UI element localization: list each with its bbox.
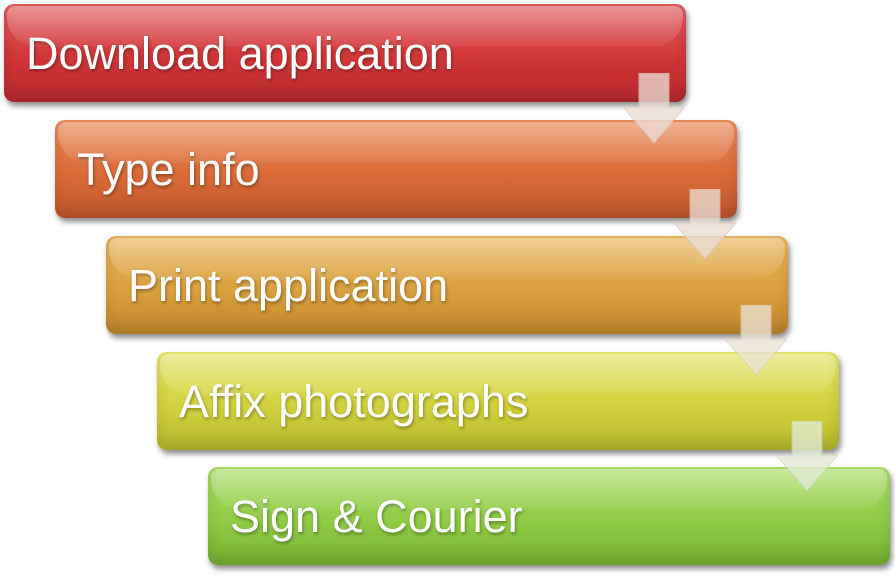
step-print-application: Print application [106, 236, 788, 334]
step-label: Type info [77, 143, 260, 195]
step-affix-photographs: Affix photographs [157, 352, 839, 450]
step-type-info: Type info [55, 120, 737, 218]
step-label: Sign & Courier [230, 490, 523, 542]
step-label: Print application [128, 259, 449, 311]
down-arrow-icon [725, 305, 787, 375]
step-download-application: Download application [4, 4, 686, 102]
down-arrow-icon [623, 73, 685, 143]
step-label: Affix photographs [179, 375, 529, 427]
down-arrow-icon [674, 189, 736, 259]
step-label: Download application [26, 27, 454, 79]
down-arrow-icon [776, 421, 838, 491]
step-sign-and-courier: Sign & Courier [208, 467, 890, 565]
